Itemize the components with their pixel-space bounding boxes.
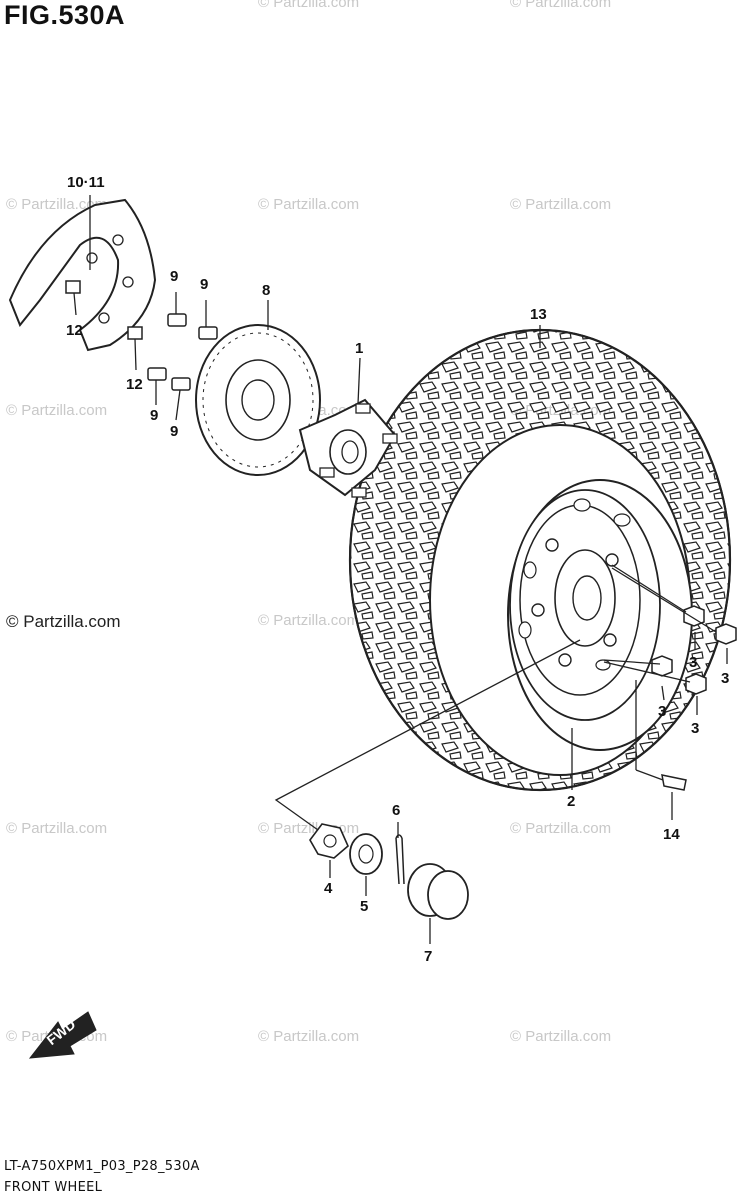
watermark: © Partzilla.com	[510, 0, 612, 11]
castle-nut-icon	[349, 833, 383, 875]
model-code: LT-A750XPM1_P03_P28_530A	[4, 1159, 200, 1174]
callout-5: 5	[360, 898, 369, 915]
callout-6: 6	[392, 802, 401, 819]
watermark: © Partzilla.com	[258, 1028, 360, 1045]
washer-icon	[309, 823, 349, 859]
wheel-nut-icon	[651, 605, 737, 695]
watermark: © Partzilla.com	[510, 1028, 612, 1045]
valve-icon	[661, 774, 687, 791]
callout-9: 9	[200, 276, 209, 293]
watermark: © Partzilla.com	[510, 820, 612, 837]
disc-cover-icon	[8, 198, 157, 352]
callout-9: 9	[170, 268, 179, 285]
watermark-highlight: © Partzilla.com	[6, 612, 121, 631]
callout-12: 12	[66, 322, 83, 339]
disc-bolt-icon	[147, 313, 218, 391]
hub-cap-icon	[407, 863, 469, 920]
callout-2: 2	[567, 793, 576, 810]
watermark: © Partzilla.com	[258, 196, 360, 213]
callout-3: 3	[689, 654, 698, 671]
watermark: © Partzilla.com	[258, 612, 360, 629]
figure-title: FIG.530A	[4, 0, 126, 30]
watermark: © Partzilla.com	[258, 0, 360, 11]
callout-4: 4	[324, 880, 333, 897]
callout-13: 13	[530, 306, 547, 323]
leader-lines	[73, 195, 728, 944]
callout-14: 14	[663, 826, 680, 843]
cotter-pin-icon	[395, 834, 405, 885]
callout-1: 1	[355, 340, 364, 357]
callout-3: 3	[691, 720, 700, 737]
watermark: © Partzilla.com	[6, 402, 108, 419]
watermark: © Partzilla.com	[510, 196, 612, 213]
callout-9: 9	[170, 423, 179, 440]
callout-9: 9	[150, 407, 159, 424]
callout-12: 12	[126, 376, 143, 393]
callout-8: 8	[262, 282, 271, 299]
callout-3: 3	[721, 670, 730, 687]
watermark: © Partzilla.com	[6, 196, 108, 213]
callout-7: 7	[424, 948, 433, 965]
callout-10-11: 10·11	[67, 174, 105, 191]
brake-disc-icon	[195, 324, 321, 476]
hub-icon	[298, 398, 398, 498]
fwd-arrow-icon	[28, 1011, 97, 1059]
figure-name: FRONT WHEEL	[4, 1180, 103, 1195]
callout-3: 3	[658, 703, 667, 720]
wheel-rim-icon	[507, 479, 693, 751]
watermark: © Partzilla.com	[6, 820, 108, 837]
